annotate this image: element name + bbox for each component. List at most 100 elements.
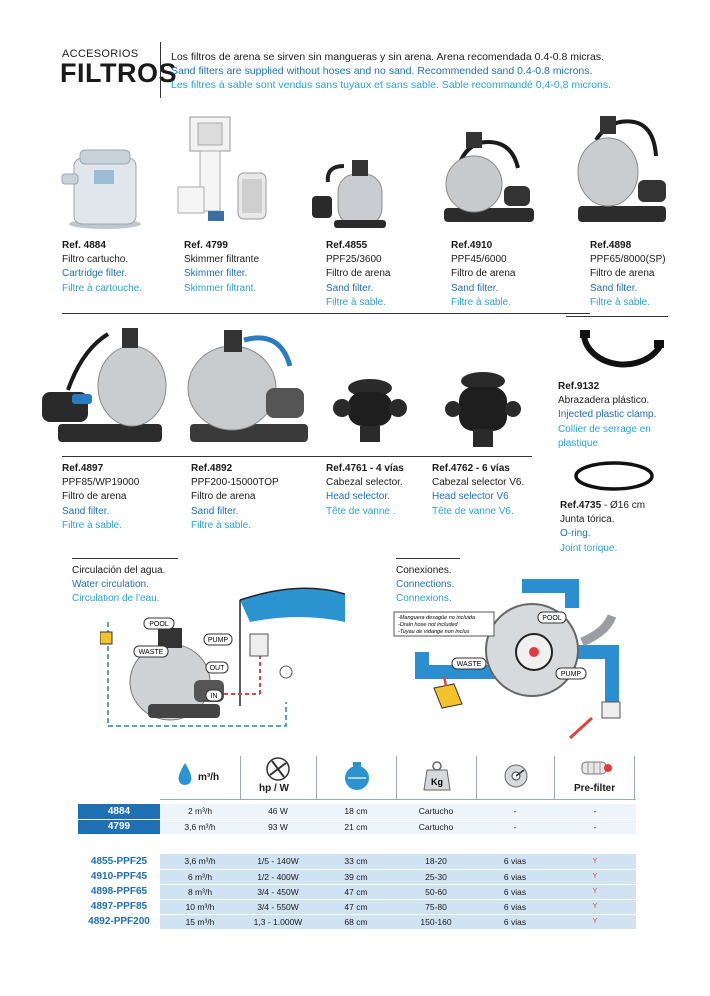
skimmer-filter-image [177, 116, 267, 221]
pre-filter-icon [581, 761, 612, 775]
col-sep [396, 756, 397, 800]
cell-sand: 150-160 [396, 914, 476, 930]
product-card-4762: Ref.4762 - 6 vías Cabezal selector V6. H… [432, 462, 524, 519]
table-row: 4892-PPF200 15 m³/h 1,3 - 1.000W 68 cm 1… [78, 914, 636, 930]
cell-code: 4897-PPF85 [78, 899, 160, 915]
cell-sand: 50-60 [396, 884, 476, 900]
product-name-fr: Tête de vanne . [326, 505, 396, 517]
cell-valve: 6 vias [476, 854, 554, 870]
product-ref: Ref.4892 [191, 463, 233, 474]
connections-fr: Connexions. [396, 593, 452, 604]
label-pool: POOL [542, 615, 562, 622]
product-name-fr: Joint torique. [560, 542, 618, 554]
product-card-4761: Ref.4761 - 4 vías Cabezal selector. Head… [326, 462, 404, 519]
product-name-en: Skimmer filter. [184, 268, 248, 280]
table-row: 4897-PPF85 10 m³/h 3/4 - 550W 47 cm 75-8… [78, 899, 636, 915]
circulation-en: Water circulation. [72, 579, 149, 590]
connections-diagram: -Manguera desagüe no incluida -Drain hos… [393, 579, 621, 740]
product-ref: Ref.4735 [560, 500, 602, 511]
sand-filter-ppf85-image [42, 328, 167, 442]
cell-flow: 2 m³/h [160, 804, 240, 820]
circulation-divider [72, 558, 178, 559]
cell-diameter: 47 cm [316, 884, 396, 900]
weight-kg-icon: Kg [423, 761, 451, 791]
product-name-en: Sand filter. [62, 505, 110, 517]
water-drop-icon [178, 763, 192, 785]
cell-prefilter: Y [554, 854, 636, 870]
product-model: PPF85/WP19000 [62, 477, 140, 489]
sand-filter-ppf65-image [577, 116, 666, 222]
product-ref: Ref.4761 - 4 vías [326, 463, 404, 474]
connections-en: Connections. [396, 579, 455, 590]
product-card-4855: Ref.4855 PPF25/3600 Filtro de arena Sand… [326, 239, 390, 310]
cell-sand: Cartucho [396, 804, 476, 820]
cell-power: 93 W [240, 819, 316, 835]
cell-prefilter: - [554, 804, 636, 820]
header-flow: m³/h [198, 772, 220, 783]
circulation-fr: Circulation de l'eau. [72, 593, 160, 604]
connections-note-fr: -Tuyau de vidange non inclus [398, 629, 470, 635]
product-name-es: Skimmer filtrante [184, 254, 260, 266]
cartridge-filter-image [61, 149, 141, 229]
cell-valve: - [476, 804, 554, 820]
label-out: OUT [210, 665, 226, 672]
product-name-es: Filtro cartucho. [62, 254, 129, 266]
header-description: Los filtros de arena se sirven sin mangu… [171, 50, 611, 92]
connections-note-en: -Drain hose not included [398, 622, 459, 628]
product-name-fr: Filtre à sable. [62, 519, 123, 531]
cell-flow: 3,6 m³/h [160, 819, 240, 835]
product-name-es: Cabezal selector. [326, 477, 403, 489]
product-card-4735: Ref.4735 - Ø16 cm Junta tórica. O-ring. … [560, 499, 645, 556]
product-ref: Ref.9132 [558, 381, 600, 392]
product-ref: Ref.4910 [451, 240, 493, 251]
label-pool: POOL [149, 621, 169, 628]
product-name-es: Filtro de arena [62, 491, 127, 503]
cell-power: 1,3 - 1.000W [240, 914, 316, 930]
cell-power: 1/5 - 140W [240, 854, 316, 870]
product-name-fr: Tête de vanne V6. [432, 505, 514, 517]
product-name-fr: Filtre à sable. [590, 296, 651, 308]
fan-icon [266, 757, 290, 781]
circulation-es: Circulación del agua. [72, 565, 166, 576]
product-name-en: Sand filter. [451, 282, 499, 294]
table-row: 4910-PPF45 6 m³/h 1/2 - 400W 39 cm 25-30… [78, 869, 636, 885]
desc-es: Los filtros de arena se sirven sin mangu… [171, 51, 605, 63]
cell-code: 4855-PPF25 [78, 854, 160, 870]
cell-power: 3/4 - 550W [240, 899, 316, 915]
product-name-en: Injected plastic clamp. [558, 409, 657, 421]
product-size: - Ø16 cm [601, 500, 646, 511]
cell-prefilter: - [554, 819, 636, 835]
product-name-fr: Collier de serrage en [558, 423, 651, 435]
cell-code: 4884 [78, 804, 160, 820]
product-card-4892: Ref.4892 PPF200-15000TOP Filtro de arena… [191, 462, 279, 533]
product-name-es: Junta tórica. [560, 514, 615, 526]
cell-flow: 8 m³/h [160, 884, 240, 900]
product-name-es: Filtro de arena [191, 491, 256, 503]
product-name-en: Head selector. [326, 491, 390, 503]
spec-table-cartridge: 4884 2 m³/h 46 W 18 cm Cartucho - - 4799… [78, 804, 636, 835]
circulation-title: Circulación del agua. Water circulation.… [72, 564, 165, 606]
header-prefilter: Pre-filter [574, 783, 616, 794]
cell-diameter: 68 cm [316, 914, 396, 930]
col-sep [634, 756, 635, 800]
product-name-en: Sand filter. [590, 282, 638, 294]
cell-sand: 25-30 [396, 869, 476, 885]
product-ref-line: Ref.4735 - Ø16 cm [560, 499, 645, 513]
cell-valve: 6 vias [476, 884, 554, 900]
label-pump: PUMP [561, 671, 582, 678]
row-divider [62, 313, 590, 314]
col-sep [554, 756, 555, 800]
product-name-es: Abrazadera plástico. [558, 395, 650, 407]
cell-diameter: 47 cm [316, 899, 396, 915]
table-row: 4898-PPF65 8 m³/h 3/4 - 450W 47 cm 50-60… [78, 884, 636, 900]
label-waste: WASTE [139, 649, 164, 656]
connections-note-es: -Manguera desagüe no incluida [398, 615, 475, 621]
product-name-en: Cartridge filter. [62, 268, 128, 280]
product-model: PPF200-15000TOP [191, 477, 279, 489]
cell-sand: Cartucho [396, 819, 476, 835]
cell-diameter: 18 cm [316, 804, 396, 820]
col-sep [240, 756, 241, 800]
o-ring-image [574, 461, 654, 491]
clamp-divider-top [566, 316, 668, 317]
cell-flow: 3,6 m³/h [160, 854, 240, 870]
